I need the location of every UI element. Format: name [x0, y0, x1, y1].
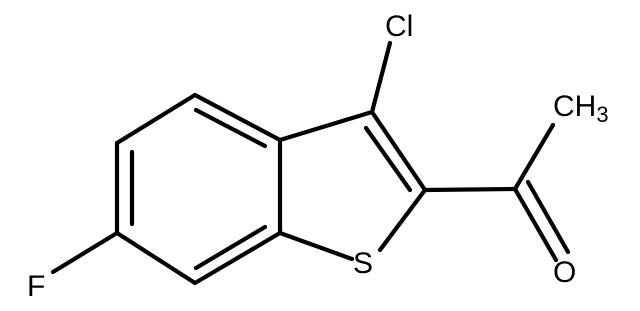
- methyl-label: CH3: [553, 90, 609, 127]
- bond-c6-c7: [114, 230, 198, 286]
- carbonyl-double-bond-inner: [525, 179, 571, 255]
- bond-carbonyl-methyl: [512, 122, 556, 192]
- bond-c2-s1: [377, 187, 428, 253]
- bond-c7-c7a: [192, 230, 283, 286]
- benzene-ring: [114, 92, 283, 286]
- methyl-main-text: CH: [553, 90, 596, 123]
- fluorine-label: F: [27, 270, 45, 303]
- oxygen-label: O: [553, 256, 576, 289]
- methyl-subscript: 3: [596, 102, 608, 127]
- bond-c3-c2: [369, 109, 428, 193]
- bond-c6-f: [50, 230, 120, 275]
- bond-c2-carbonyl: [422, 186, 518, 193]
- carbonyl-double-bond-outer: [512, 186, 559, 263]
- double-bond-inner-c3-c2: [363, 125, 413, 193]
- bond-s1-c7a: [277, 230, 355, 262]
- thiophene-ring: [277, 109, 428, 262]
- sulfur-label: S: [353, 247, 373, 280]
- bond-c3a-c4: [192, 92, 283, 143]
- substituents: [50, 40, 571, 275]
- chlorine-label: Cl: [385, 10, 413, 43]
- double-bond-inner-c3a-c4: [193, 107, 268, 149]
- bond-c3a-c3: [277, 109, 375, 143]
- bond-c4-c5: [114, 92, 198, 146]
- double-bond-inner-c7-c7a: [193, 224, 268, 271]
- bond-c3-cl: [369, 40, 393, 115]
